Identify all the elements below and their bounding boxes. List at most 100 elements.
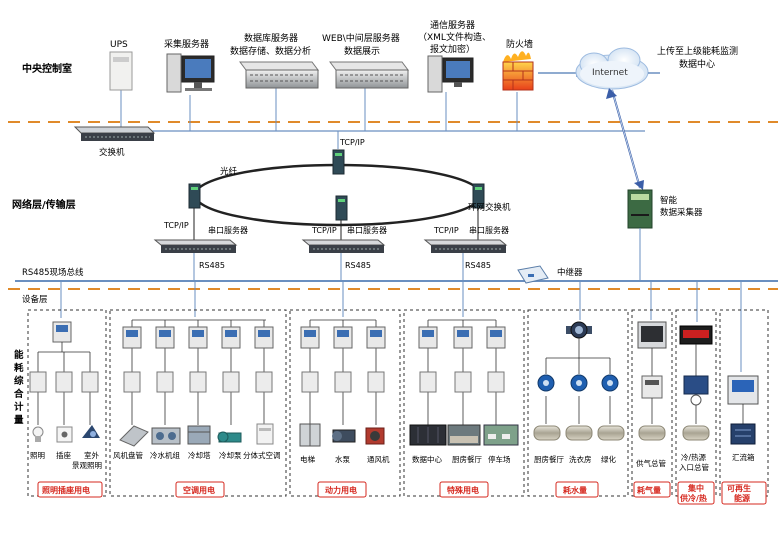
heat-flow-meter-icon [683,375,709,406]
serial-server-right-icon [423,239,508,253]
device-label-outdoor-sub: 景观照明 [72,461,102,470]
internet-label: Internet [592,68,628,78]
layer-label-network: 网络层/传输层 [12,198,76,211]
svg-text:综: 综 [14,375,24,387]
collector-sublabel: 数据采集器 [660,207,703,218]
device-label-chiller: 冷水机组 [150,450,180,460]
gas-meter-icon [641,375,663,399]
switch-icon [73,126,156,141]
category-central: 集中 [687,483,704,493]
svg-text:耗: 耗 [14,362,24,374]
water-main-meter-icon [566,321,592,339]
repeater-icon [517,265,549,284]
water-pump-icon [217,431,242,443]
ups-label: UPS [110,40,128,50]
firewall-label: 防火墙 [506,38,533,50]
switch-label: 交换机 [99,147,125,158]
layer-label-rs485: RS485现场总线 [22,267,84,278]
ups-icon [109,51,133,91]
communication-server-label: 通信服务器 [430,19,475,31]
device-label-elevator: 电梯 [300,454,315,464]
category-renewable-sub: 能源 [734,493,750,503]
category-renewable: 可再生 [727,483,751,493]
serial-server-label-right: 串口服务器 [469,225,509,235]
database-server-icon [239,61,319,89]
upload-label: 上传至上级能耗监测 [657,45,738,57]
web-server-sublabel: 数据展示 [344,45,380,57]
communication-server-sublabel-2: 报文加密） [430,43,475,55]
rs485-label-left: RS485 [199,261,225,270]
split-ac-icon [256,423,274,445]
water-pipe-icons [533,425,625,441]
communication-server-icon [427,55,474,93]
device-label-heat-source: 冷/热源 [681,452,707,462]
repeater-label: 中继器 [557,267,583,278]
combiner-box-icon [730,423,756,445]
tcpip-label-right: TCP/IP [433,226,459,235]
landscape-light-icon [82,425,100,438]
rs485-label-right: RS485 [465,261,491,270]
category-water: 耗水量 [563,485,587,495]
kitchen-photo-icon [447,424,481,446]
device-label-split-ac: 分体式空调 [243,450,281,460]
communication-server-sublabel-1: （XML文件构造、 [418,31,491,43]
serial-server-middle-icon [301,239,386,253]
device-label-gas-main: 供气总管 [636,458,666,468]
database-server-sublabel: 数据存储、数据分析 [230,45,311,57]
category-gas: 耗气量 [637,485,661,495]
web-server-label: WEB\中间层服务器 [322,32,400,44]
svg-text:能: 能 [14,349,24,361]
acquisition-server-label: 采集服务器 [164,38,209,50]
device-label-laundry: 洗衣房 [569,454,592,464]
category-special: 特殊用电 [447,485,479,495]
gas-flow-computer-icon [637,321,667,349]
parking-photo-icon [483,424,519,446]
device-label-greening: 绿化 [601,454,616,464]
svg-text:量: 量 [14,414,24,426]
layer-label-device: 设备层 [22,294,48,305]
device-label-parking: 停车场 [488,454,511,464]
device-label-pump: 水泵 [335,454,350,464]
device-label-data-center: 数据中心 [412,454,442,464]
water-meter-row [537,374,619,392]
gas-pipe-icon [638,425,666,441]
tcpip-label-top: TCP/IP [339,138,365,147]
data-collector-icon [627,189,653,229]
ring-switch-middle-icon [335,195,348,221]
elevator-icon [299,423,321,447]
lightbulb-icon [32,426,44,442]
tcpip-label-left: TCP/IP [163,221,189,230]
category-power: 动力用电 [325,485,357,495]
svg-text:计: 计 [14,401,24,413]
cooling-tower-icon [187,425,211,445]
heat-pipe-icon [682,425,710,441]
fiber-label: 光纤 [220,166,238,177]
meter-special-row [418,326,506,349]
heat-meter-display-icon [679,325,713,345]
serial-server-label-middle: 串口服务器 [347,225,387,235]
category-hvac: 空调用电 [183,485,215,495]
ventilator-icon [365,427,385,445]
database-server-label: 数据库服务器 [244,32,298,44]
device-label-fan-coil: 风机盘管 [113,450,143,460]
upload-sublabel: 数据中心 [679,58,715,70]
device-label-ventilator: 通风机 [367,454,390,464]
category-central-sub: 供冷/热 [679,493,707,503]
device-label-cooling-tower: 冷却塔 [188,450,211,460]
inverter-meter-icon [727,375,759,405]
device-label-chw-pump: 冷却泵 [219,450,242,460]
internet-cloud-icon [575,47,649,90]
serial-server-label-left: 串口服务器 [208,225,248,235]
firewall-icon [502,51,534,91]
tcpip-label-middle: TCP/IP [311,226,337,235]
layer-label-meter-cabinet: 能 耗 综 合 计 量 [14,349,24,426]
rs485-label-middle: RS485 [345,261,371,270]
collector-label: 智能 [660,195,678,206]
ring-switch-label: 环网交换机 [468,202,511,213]
category-lighting: 照明插座用电 [42,485,90,495]
socket-icon [56,426,73,443]
web-server-icon [329,61,409,89]
device-label-heat-inlet: 入口总管 [679,462,709,472]
